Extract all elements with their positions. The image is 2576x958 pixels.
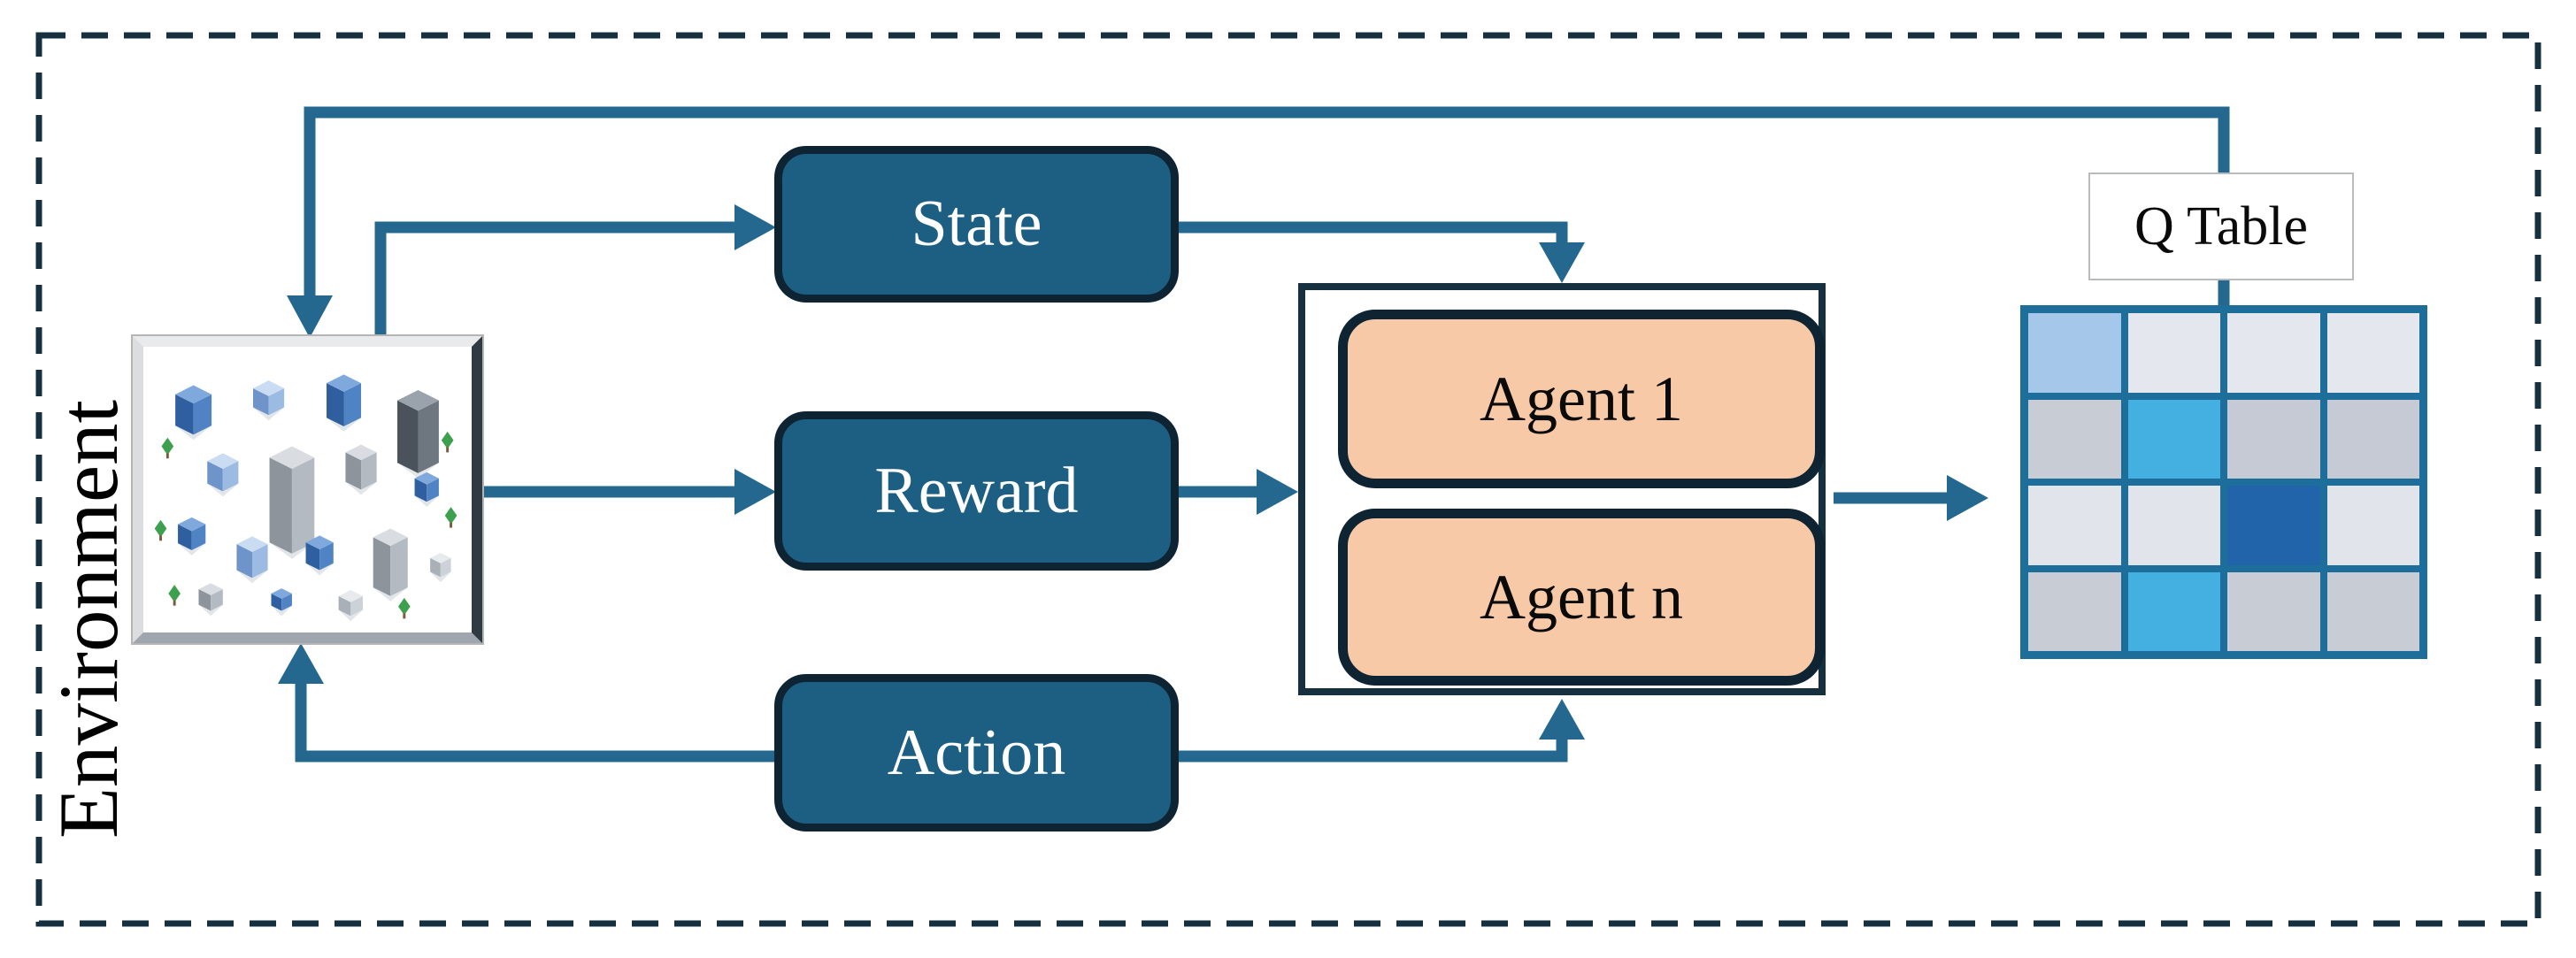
feedback-arrow: [304, 106, 2230, 305]
q-cell-r2-c2: [2127, 399, 2220, 479]
arrowhead-into-reward-box: [734, 469, 776, 515]
q-cell-r4-c1: [2028, 571, 2121, 651]
agent-n-box: Agent n: [1338, 509, 1825, 686]
q-cell-r3-c4: [2326, 486, 2419, 565]
state-box-label: State: [911, 188, 1042, 260]
reward-box-label: Reward: [874, 454, 1079, 527]
arrowhead-down-into-environment: [287, 295, 333, 338]
dashed-frame: [35, 32, 2541, 927]
q-cell-r1-c2: [2127, 313, 2220, 393]
action-to-agents-arrow: [1179, 738, 1568, 763]
action-to-environment-arrow: [295, 682, 774, 763]
arrow-heads: [278, 204, 1988, 740]
arrowhead-into-agents-top: [1539, 242, 1585, 283]
arrowhead-toward-qtable: [1947, 475, 1988, 521]
q-cell-r4-c3: [2227, 571, 2320, 651]
q-cell-r3-c1: [2028, 486, 2121, 565]
q-cell-r3-c2: [2127, 486, 2220, 565]
arrowhead-into-agents-left: [1257, 469, 1298, 515]
q-cell-r4-c4: [2326, 571, 2419, 651]
q-cell-r2-c4: [2326, 399, 2419, 479]
q-cell-r1-c1: [2028, 313, 2121, 393]
q-table-label-text: Q Table: [2134, 195, 2308, 257]
q-cell-r1-c3: [2227, 313, 2320, 393]
isometric-city-illustration: [143, 347, 472, 632]
arrowhead-into-environment-bottom: [278, 643, 324, 684]
state-in-arrow: [374, 221, 736, 336]
state-box: State: [774, 146, 1179, 303]
agent-n-label: Agent n: [1480, 561, 1683, 632]
q-cell-r2-c1: [2028, 399, 2121, 479]
q-table-label: Q Table: [2088, 172, 2354, 280]
q-cell-r2-c3: [2227, 399, 2320, 479]
q-cell-r4-c2: [2127, 571, 2220, 651]
state-out-arrow: [1179, 221, 1568, 244]
reward-box: Reward: [774, 411, 1179, 571]
action-box: Action: [774, 674, 1179, 832]
agent-1-label: Agent 1: [1480, 363, 1683, 434]
arrowhead-into-state-box: [734, 204, 776, 250]
q-table-grid: [2020, 305, 2427, 659]
q-cell-r1-c4: [2326, 313, 2419, 393]
environment-label-text: Environment: [42, 399, 136, 839]
environment-image: [131, 334, 484, 645]
action-box-label: Action: [887, 716, 1066, 789]
arrowhead-into-agents-bottom: [1539, 699, 1585, 740]
agents-container: Agent 1 Agent n: [1298, 283, 1826, 695]
q-cell-r3-c3: [2227, 486, 2320, 565]
agent-1-box: Agent 1: [1338, 310, 1825, 488]
